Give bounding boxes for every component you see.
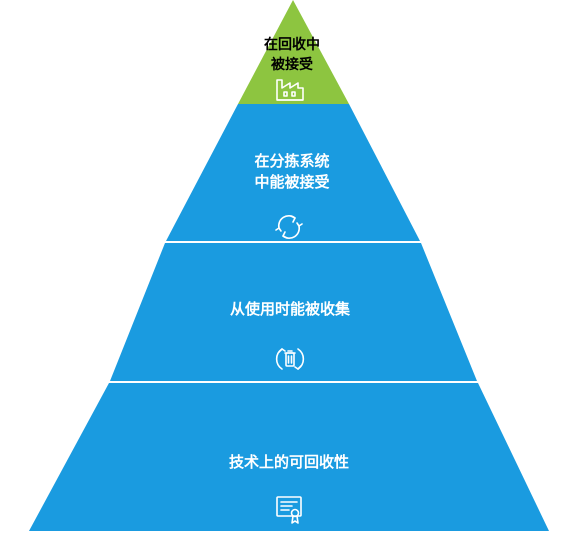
tier-3-label: 从使用时能被收集: [230, 299, 350, 320]
tier-4-label: 技术上的可回收性: [229, 452, 349, 473]
tier-4-label-line1: 技术上的可回收性: [228, 453, 350, 471]
tier-2-label: 在分拣系统 中能被接受: [254, 151, 329, 193]
recycle-bin-icon: [274, 343, 306, 379]
tier-4-segment: [29, 383, 549, 531]
certificate-icon: [274, 494, 304, 530]
tier-2-segment: [166, 104, 420, 241]
tier-2-label-line2: 中能被接受: [254, 173, 330, 191]
tier-3-segment: [110, 243, 477, 381]
factory-icon: [274, 78, 306, 106]
tier-1-label: 在回收中 被接受: [264, 35, 320, 75]
tier-3-label-line1: 从使用时能被收集: [229, 300, 351, 318]
tier-2-label-line1: 在分拣系统: [254, 152, 330, 170]
recycle-arrows-icon: [273, 212, 305, 246]
tier-1-segment: [238, 0, 349, 104]
tier-1-label-line2: 被接受: [271, 57, 313, 73]
tier-1-label-line1: 在回收中: [264, 37, 320, 53]
